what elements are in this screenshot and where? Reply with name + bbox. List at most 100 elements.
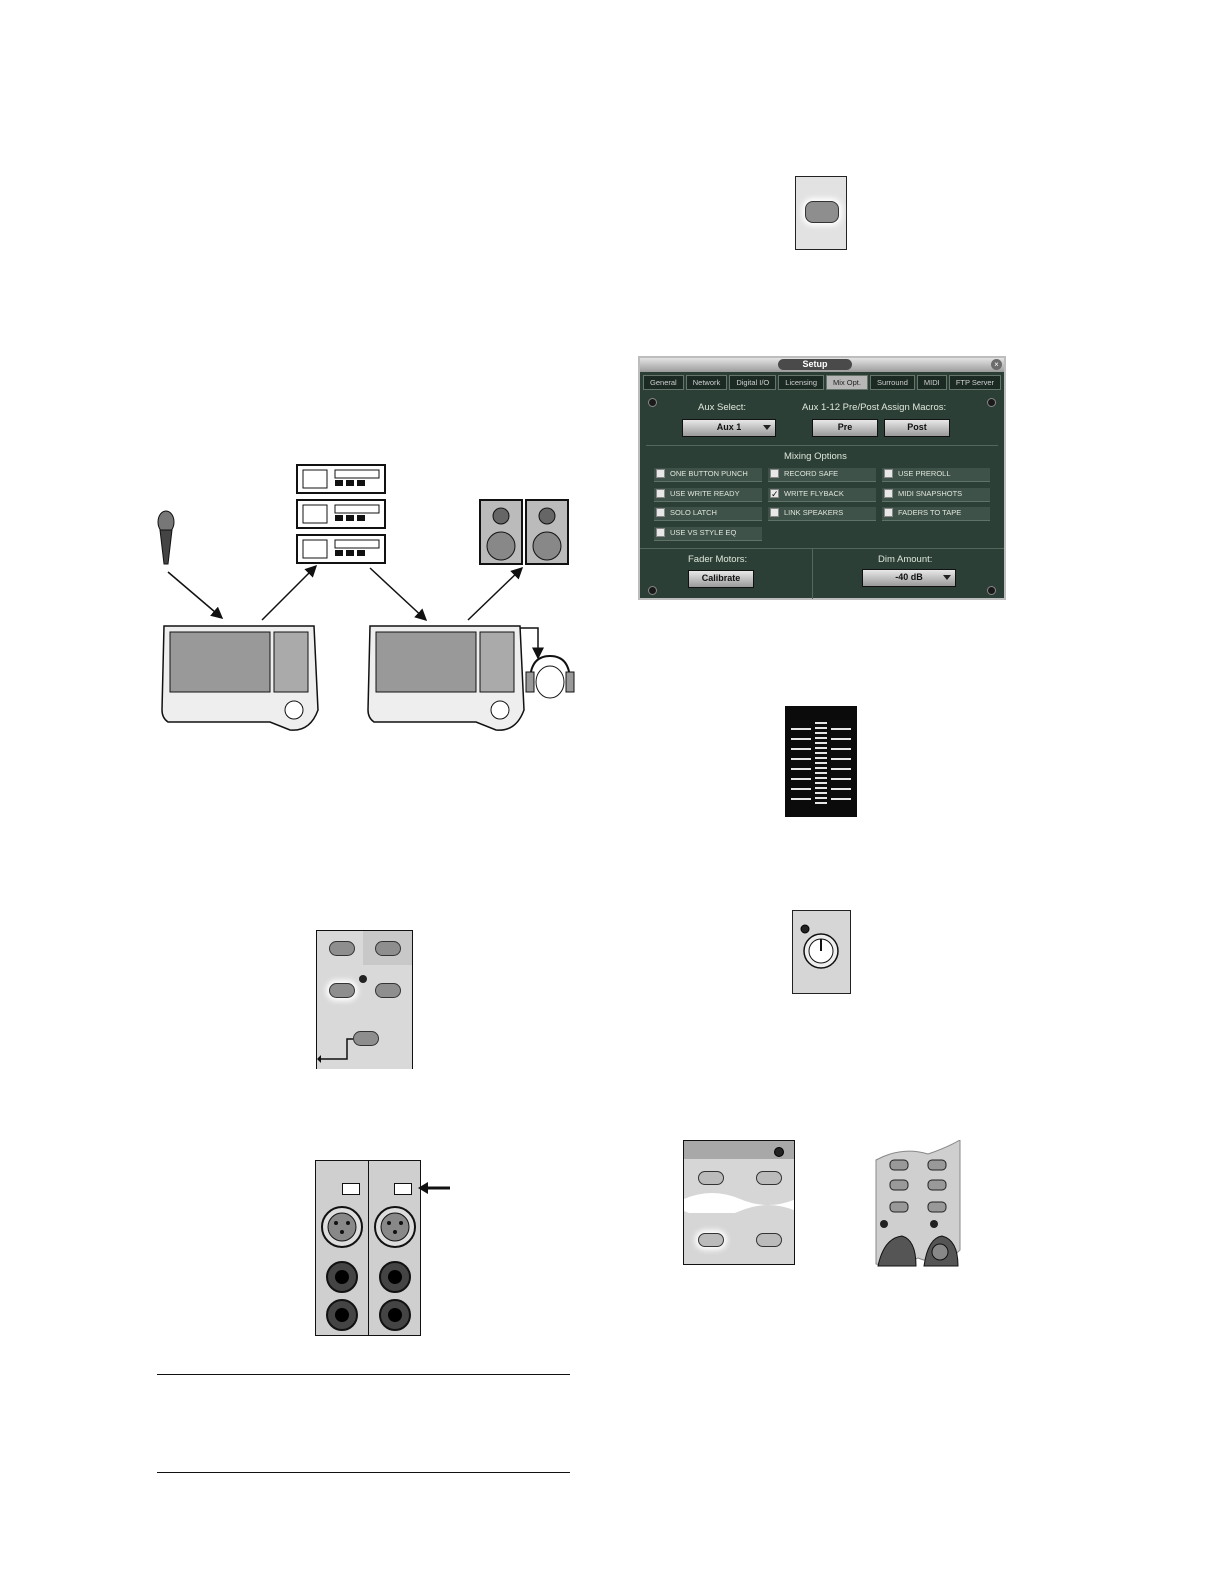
meter-segment xyxy=(791,778,811,780)
close-icon[interactable]: × xyxy=(991,359,1002,370)
horizontal-rule xyxy=(157,1374,570,1375)
panel-button xyxy=(756,1233,782,1247)
option-midi-snapshots[interactable]: MIDI SNAPSHOTS xyxy=(882,488,990,502)
tab-digital-io[interactable]: Digital I/O xyxy=(729,375,777,390)
panel-divider xyxy=(368,1161,369,1335)
divider xyxy=(640,548,1004,549)
meter-segment xyxy=(831,728,851,730)
meter-segment xyxy=(831,758,851,760)
option-record-safe[interactable]: RECORD SAFE xyxy=(768,468,876,482)
panel-button xyxy=(375,941,401,956)
aux-select-dropdown[interactable]: Aux 1 xyxy=(682,419,776,437)
meter-segment xyxy=(791,758,811,760)
aux-select-label: Aux Select: xyxy=(698,402,747,413)
mixing-console-icon xyxy=(161,625,319,731)
checkbox[interactable] xyxy=(656,508,665,517)
label-strip xyxy=(342,1183,360,1195)
checkbox[interactable] xyxy=(884,508,893,517)
panel-button xyxy=(329,941,355,956)
xlr-connector-icon xyxy=(374,1206,416,1248)
screw-icon xyxy=(987,398,996,407)
checkbox[interactable] xyxy=(770,508,779,517)
meter-segment xyxy=(791,728,811,730)
headphones-icon xyxy=(525,654,575,699)
panel-button xyxy=(698,1171,724,1185)
speaker-icon xyxy=(479,499,523,565)
screw-icon xyxy=(987,586,996,595)
quarter-inch-jack-icon xyxy=(326,1299,358,1331)
quarter-inch-jack-icon xyxy=(379,1299,411,1331)
option-solo-latch[interactable]: SOLO LATCH xyxy=(654,507,762,521)
title-bar: Setup × xyxy=(640,358,1004,372)
rack-unit-icon xyxy=(296,499,386,529)
option-label: RECORD SAFE xyxy=(784,469,839,478)
meter-illustration xyxy=(785,706,857,817)
screw-icon xyxy=(648,586,657,595)
panel-button xyxy=(353,1031,379,1046)
tab-bar: General Network Digital I/O Licensing Mi… xyxy=(643,375,1002,390)
strip-panel-illustration xyxy=(875,1140,961,1267)
checkbox[interactable] xyxy=(884,489,893,498)
break-wave xyxy=(684,1193,794,1213)
calibrate-button[interactable]: Calibrate xyxy=(688,570,754,588)
pre-button[interactable]: Pre xyxy=(812,419,878,437)
option-write-flyback[interactable]: ✓ WRITE FLYBACK xyxy=(768,488,876,502)
option-link-speakers[interactable]: LINK SPEAKERS xyxy=(768,507,876,521)
meter-segment xyxy=(791,738,811,740)
checkbox[interactable] xyxy=(656,469,665,478)
post-button[interactable]: Post xyxy=(884,419,950,437)
option-label: USE VS STYLE EQ xyxy=(670,528,737,537)
option-use-write-ready[interactable]: USE WRITE READY xyxy=(654,488,762,502)
tab-network[interactable]: Network xyxy=(685,375,728,390)
aux-select-value: Aux 1 xyxy=(716,422,742,432)
screw-icon xyxy=(648,398,657,407)
label-strip xyxy=(394,1183,412,1195)
checkbox[interactable] xyxy=(656,489,665,498)
signal-flow-diagram xyxy=(157,464,575,731)
xlr-connector-icon xyxy=(321,1206,363,1248)
meter-segment xyxy=(831,798,851,800)
section-panel-illustration xyxy=(683,1140,795,1265)
dim-amount-label: Dim Amount: xyxy=(878,554,933,565)
tab-midi[interactable]: MIDI xyxy=(916,375,947,390)
option-label: LINK SPEAKERS xyxy=(784,508,844,517)
panel-button-lit xyxy=(698,1233,724,1247)
led-icon xyxy=(359,975,367,983)
panel-button xyxy=(756,1171,782,1185)
illustrated-button xyxy=(805,201,839,223)
knob-illustration xyxy=(792,910,851,994)
rack-unit-icon xyxy=(296,534,386,564)
dim-amount-dropdown[interactable]: -40 dB xyxy=(862,569,956,587)
divider xyxy=(646,445,998,446)
tab-general[interactable]: General xyxy=(643,375,684,390)
setup-window: Setup × General Network Digital I/O Lice… xyxy=(638,356,1006,600)
rack-unit-icon xyxy=(296,464,386,494)
option-label: SOLO LATCH xyxy=(670,508,717,517)
meter-segment xyxy=(831,738,851,740)
microphone-icon xyxy=(157,510,175,565)
tab-surround[interactable]: Surround xyxy=(870,375,915,390)
option-use-vs-style-eq[interactable]: USE VS STYLE EQ xyxy=(654,527,762,541)
option-faders-to-tape[interactable]: FADERS TO TAPE xyxy=(882,507,990,521)
window-title: Setup xyxy=(778,359,852,370)
option-use-preroll[interactable]: USE PREROLL xyxy=(882,468,990,482)
quarter-inch-jack-icon xyxy=(379,1261,411,1293)
checkbox-checked[interactable]: ✓ xyxy=(770,489,779,499)
meter-segment xyxy=(791,748,811,750)
checkbox[interactable] xyxy=(770,469,779,478)
quarter-inch-jack-icon xyxy=(326,1261,358,1293)
option-label: WRITE FLYBACK xyxy=(784,489,844,498)
checkbox[interactable] xyxy=(656,528,665,537)
checkbox[interactable] xyxy=(884,469,893,478)
tab-mix-opt[interactable]: Mix Opt. xyxy=(826,375,868,390)
horizontal-rule xyxy=(157,1472,570,1473)
option-label: USE PREROLL xyxy=(898,469,951,478)
led-icon xyxy=(774,1147,784,1157)
tab-licensing[interactable]: Licensing xyxy=(778,375,825,390)
input-panel-illustration xyxy=(315,1160,421,1336)
tab-ftp-server[interactable]: FTP Server xyxy=(948,375,1002,390)
option-label: USE WRITE READY xyxy=(670,489,740,498)
option-one-button-punch[interactable]: ONE BUTTON PUNCH xyxy=(654,468,762,482)
divider xyxy=(812,549,813,599)
meter-segment xyxy=(791,788,811,790)
